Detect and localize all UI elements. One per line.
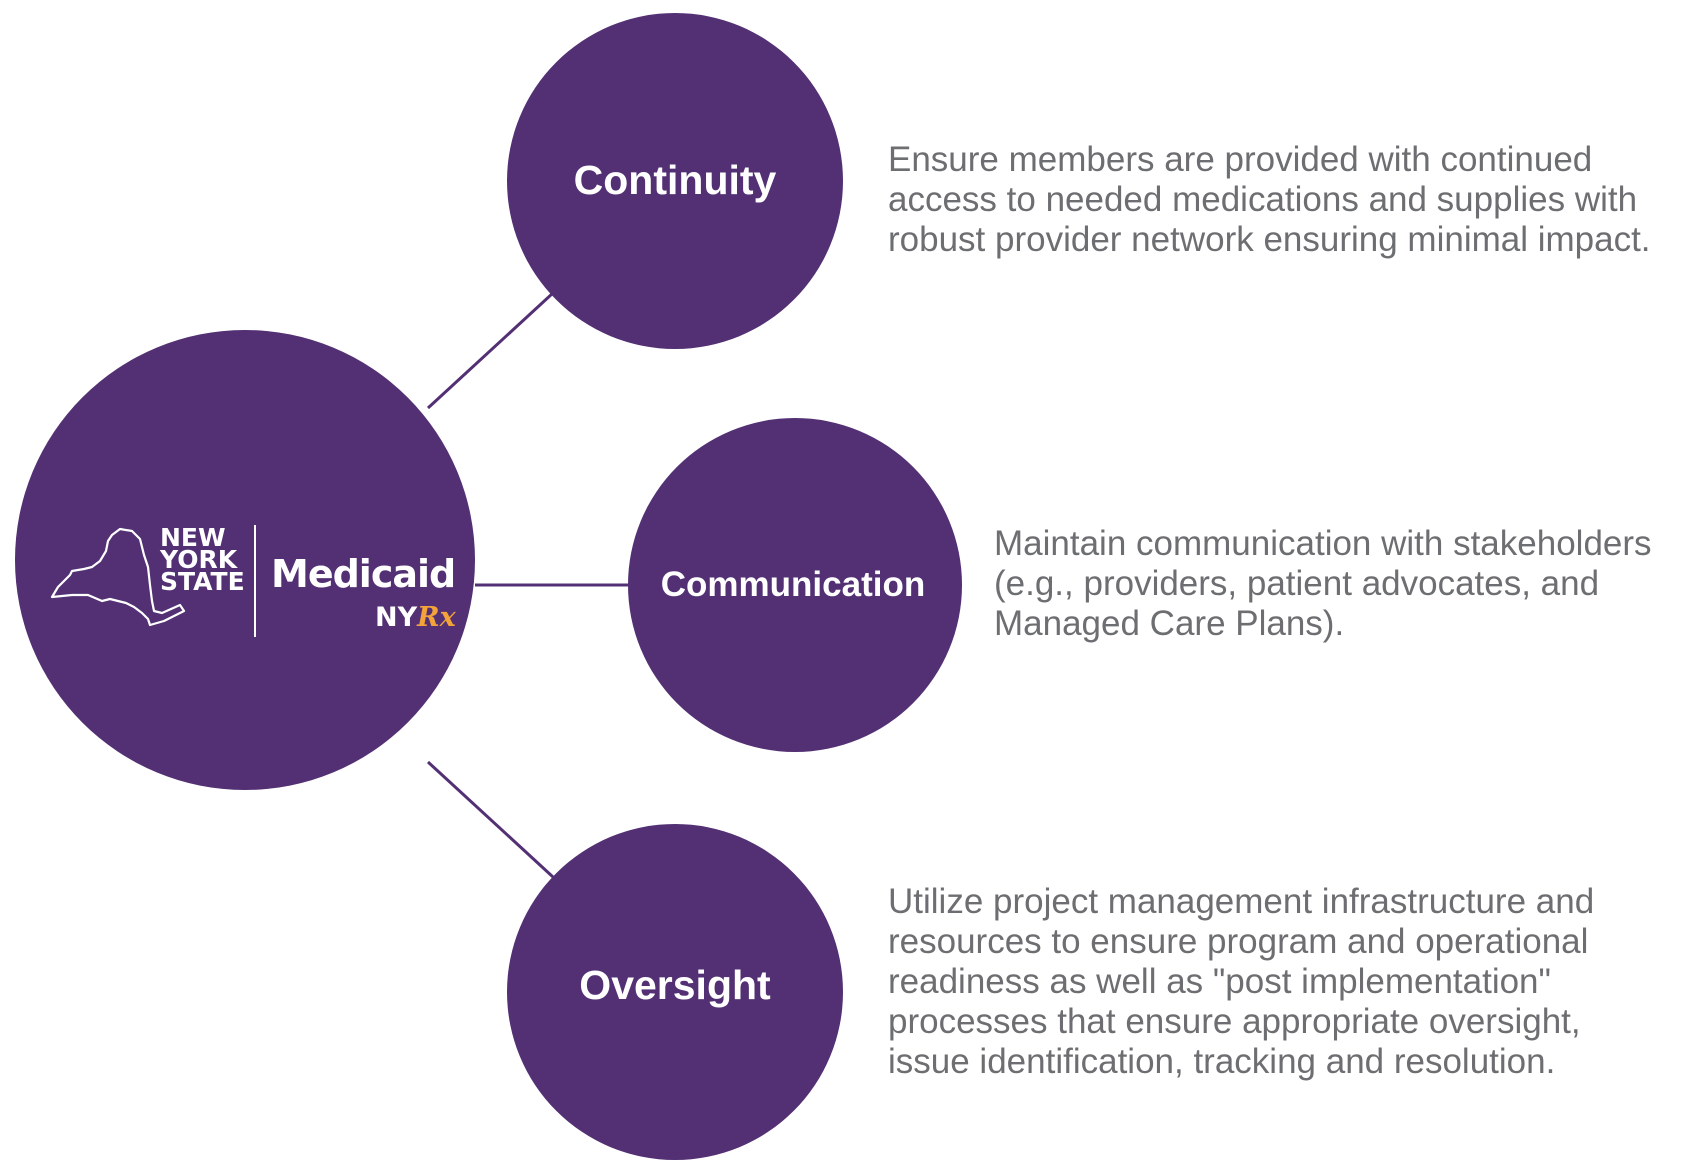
description-continuity: Ensure members are provided with continu…: [888, 140, 1651, 260]
logo-state-line: STATE: [160, 567, 245, 596]
new-york-state-map-icon: [50, 527, 186, 627]
description-line: issue identification, tracking and resol…: [888, 1042, 1556, 1081]
description-line: robust provider network ensuring minimal…: [888, 220, 1651, 259]
description-line: readiness as well as "post implementatio…: [888, 962, 1551, 1001]
logo-divider: [254, 525, 256, 637]
node-oversight: Oversight: [507, 824, 843, 1160]
connector-oversight: [426, 760, 555, 879]
description-communication: Maintain communication with stakeholders…: [994, 524, 1652, 644]
logo-state-line: NEW: [160, 523, 226, 552]
description-line: resources to ensure program and operatio…: [888, 922, 1589, 961]
description-line: Utilize project management infrastructur…: [888, 882, 1595, 921]
logo-ny: NY: [375, 602, 418, 633]
node-continuity: Continuity: [507, 13, 843, 349]
logo-program-text: Medicaid: [271, 552, 456, 596]
logo-rx-symbol: Rx: [417, 602, 456, 633]
connector-continuity: [426, 291, 555, 410]
node-label-communication: Communication: [660, 565, 926, 604]
description-line: (e.g., providers, patient advocates, and: [994, 564, 1600, 603]
node-communication: Communication: [628, 418, 962, 752]
node-label-oversight: Oversight: [579, 961, 771, 1008]
description-line: Managed Care Plans).: [994, 604, 1345, 643]
logo-state-line: YORK: [160, 545, 238, 574]
logo-state-text: NEW YORK STATE: [160, 523, 245, 596]
node-label-continuity: Continuity: [573, 156, 777, 203]
logo-nyrx-text: NYRx: [375, 602, 456, 633]
nys-medicaid-nyrx-logo: NEW YORK STATE Medicaid NYRx: [50, 525, 460, 645]
description-line: access to needed medications and supplie…: [888, 180, 1638, 219]
hub-circle: [15, 330, 475, 790]
description-line: Maintain communication with stakeholders: [994, 524, 1652, 563]
description-oversight: Utilize project management infrastructur…: [888, 882, 1594, 1082]
description-line: Ensure members are provided with continu…: [888, 140, 1593, 179]
description-line: processes that ensure appropriate oversi…: [888, 1002, 1581, 1041]
